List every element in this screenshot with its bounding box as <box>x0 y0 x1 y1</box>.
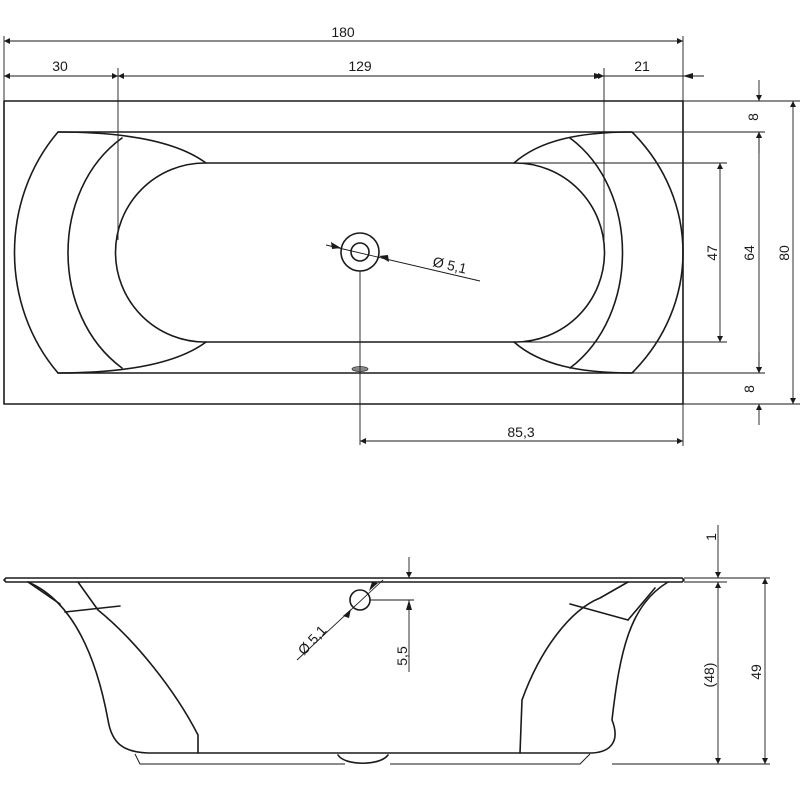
side-view: Ø 5,1 5,5 1 (48) 49 <box>3 525 770 765</box>
right-headrest-curve <box>569 137 624 369</box>
overflow-height-label: 5,5 <box>394 646 410 666</box>
overall-width-label: 80 <box>776 245 792 261</box>
drain-outer-ring <box>340 232 380 272</box>
overall-depth-label: 49 <box>748 664 764 680</box>
side-left-panel-line <box>64 605 121 613</box>
drain-diameter-label: Ø 5,1 <box>431 253 468 276</box>
left-headrest-top <box>57 131 207 164</box>
rim-thickness-label: 1 <box>703 533 719 541</box>
inner-length-label: 129 <box>348 58 372 74</box>
side-right-panel-line <box>569 603 629 621</box>
drain-arrow-right <box>379 255 389 262</box>
side-right-panel-line2 <box>627 587 656 621</box>
drain-inner-ring <box>350 242 370 262</box>
basin-width-label: 64 <box>741 245 757 261</box>
overflow-leader <box>296 579 384 661</box>
inner-depth-label: (48) <box>701 663 717 688</box>
side-right-panel <box>519 581 629 754</box>
right-offset-label: 21 <box>634 58 650 74</box>
overflow-arrow-b <box>369 582 378 591</box>
rim-top-label: 8 <box>745 113 761 121</box>
arrow-r2 <box>683 73 693 79</box>
overall-length-label: 180 <box>331 24 355 40</box>
overflow-arrow-a <box>343 609 351 618</box>
side-left-panel-line2 <box>27 581 61 605</box>
side-drain-bump <box>337 754 389 765</box>
overflow-circle <box>349 589 371 611</box>
drain-arrow-left <box>331 242 341 249</box>
side-left-panel <box>77 581 199 754</box>
side-base <box>134 753 591 765</box>
left-offset-label: 30 <box>52 58 68 74</box>
side-body-outline <box>27 581 669 754</box>
rim-bottom-label: 8 <box>741 385 757 393</box>
drain-leader <box>325 244 481 282</box>
overflow-diameter-label: Ø 5,1 <box>294 622 329 658</box>
right-headrest-top <box>513 131 633 164</box>
drain-offset-label: 85,3 <box>507 424 534 440</box>
dim-overflow-arrow <box>406 600 412 610</box>
top-view: Ø 5,1 180 30 129 21 85,3 8 <box>3 24 800 446</box>
left-headrest-bottom <box>57 341 207 374</box>
left-headrest-curve <box>67 137 123 369</box>
inner-width-label: 47 <box>704 245 720 261</box>
side-rim <box>3 577 685 583</box>
arrow-r1 <box>594 73 604 79</box>
right-headrest-bottom <box>513 341 633 374</box>
